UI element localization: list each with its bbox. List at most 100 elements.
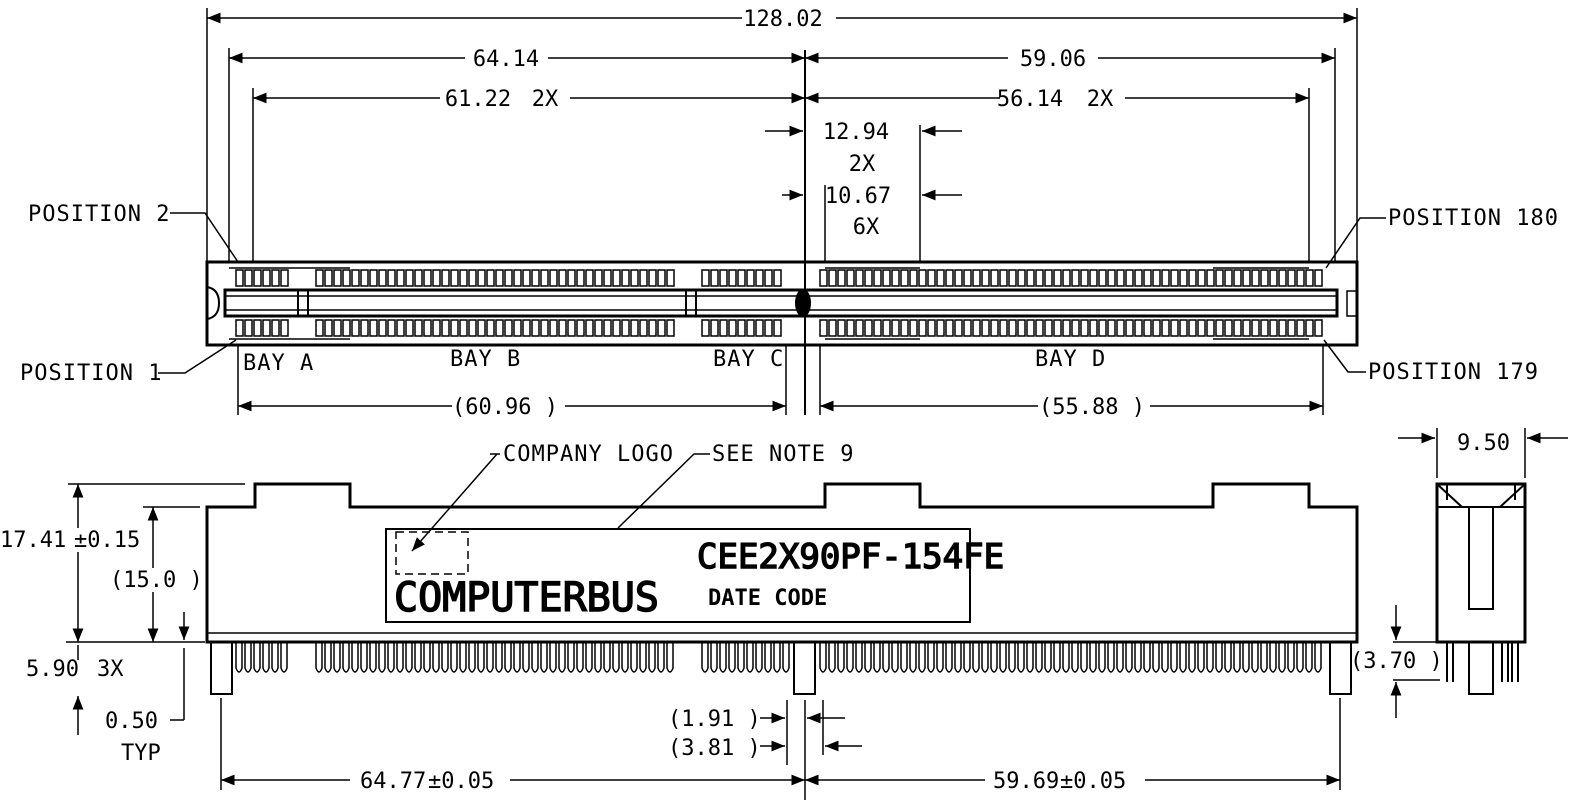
contact-pad [567, 319, 576, 337]
contact-pad [1215, 319, 1224, 337]
dim-peg-left-tol: ±0.05 [428, 769, 494, 794]
tail-pin [244, 642, 252, 673]
contact-pad [513, 269, 522, 287]
contact-pad [1206, 319, 1215, 337]
contact-pad [918, 319, 927, 337]
tail-pin [927, 642, 935, 673]
contact-pad [990, 269, 999, 287]
peg-center [793, 641, 816, 695]
contact-pad [549, 319, 558, 337]
contact-pad [1314, 319, 1323, 337]
tail-pin [1206, 642, 1214, 673]
contact-pad [773, 269, 782, 287]
contact-pad [1044, 269, 1053, 287]
tail-pin [701, 642, 709, 673]
tail-pin [746, 642, 754, 673]
tail-pin [782, 642, 790, 673]
contact-pad [253, 319, 262, 337]
dim-right-bay-span: 56.14 [997, 87, 1063, 112]
contact-pad [441, 319, 450, 337]
tail-pin [764, 642, 772, 673]
contact-pad [819, 269, 828, 287]
contact-pad [621, 269, 630, 287]
tail-pin [954, 642, 962, 673]
contact-pad [621, 319, 630, 337]
contact-pad [522, 269, 531, 287]
tail-pin [1152, 642, 1160, 673]
contact-pad [351, 269, 360, 287]
card-slot [223, 288, 1339, 318]
contact-pad [1161, 269, 1170, 287]
contact-pad [1305, 269, 1314, 287]
contact-pad [360, 319, 369, 337]
contact-pad [936, 269, 945, 287]
contact-pad [585, 319, 594, 337]
contact-pad [1044, 319, 1053, 337]
tail-pin [621, 642, 629, 673]
contact-pad [280, 319, 289, 337]
contact-pad [558, 319, 567, 337]
tail-pin [1116, 642, 1124, 673]
contact-pad [746, 319, 755, 337]
tail-pin [1134, 642, 1142, 673]
peg-right [1329, 641, 1352, 695]
contact-pad [657, 269, 666, 287]
contact-pad [280, 269, 289, 287]
contact-pad [1116, 269, 1125, 287]
tail-pin [846, 642, 854, 673]
contact-pad [342, 319, 351, 337]
label-see-note: SEE NOTE 9 [712, 442, 854, 467]
tail-pin [405, 642, 413, 673]
tail-pin [495, 642, 503, 673]
contact-pad [1143, 269, 1152, 287]
contact-pad [1125, 269, 1134, 287]
contact-pad [1134, 319, 1143, 337]
contact-pad [1269, 269, 1278, 287]
contact-pad [639, 269, 648, 287]
contact-pad [990, 319, 999, 337]
contact-pad [1008, 319, 1017, 337]
contact-pad [558, 269, 567, 287]
contact-pad [504, 319, 513, 337]
dim-tail-length-mult: 3X [97, 657, 124, 682]
contact-pad [396, 269, 405, 287]
contact-pad [1098, 269, 1107, 287]
contact-pad [612, 269, 621, 287]
tail-pin [342, 642, 350, 673]
contact-pad [441, 269, 450, 287]
tail-pin [235, 642, 243, 673]
contact-pad [927, 319, 936, 337]
tail-pin [1197, 642, 1205, 673]
contact-pad [405, 269, 414, 287]
tail-pin [710, 642, 718, 673]
contact-pad [1206, 269, 1215, 287]
contact-pad [864, 319, 873, 337]
contact-pad [746, 269, 755, 287]
contact-pad [1089, 319, 1098, 337]
tail-pin [1089, 642, 1097, 673]
tail-pin [1161, 642, 1169, 673]
tail-pin [378, 642, 386, 673]
label-plate [385, 528, 971, 623]
contact-pad [1269, 319, 1278, 337]
tail-pin [315, 642, 323, 673]
contact-pad [972, 269, 981, 287]
tail-pin [963, 642, 971, 673]
contact-pad [1026, 319, 1035, 337]
contact-pad [1062, 319, 1071, 337]
contact-pad [701, 319, 710, 337]
contact-pad [1188, 269, 1197, 287]
contact-pad [837, 319, 846, 337]
contact-pad [324, 269, 333, 287]
tail-pin [1107, 642, 1115, 673]
contact-pad [235, 269, 244, 287]
dim-peg-right-tol: ±0.05 [1060, 769, 1126, 794]
label-bay-d: BAY D [1035, 347, 1106, 372]
tail-pin [253, 642, 261, 673]
contact-pad [1287, 319, 1296, 337]
tail-pin [280, 642, 288, 673]
tail-pin [936, 642, 944, 673]
contact-pad [450, 269, 459, 287]
tail-pin [819, 642, 827, 673]
key-rib-2 [685, 289, 697, 317]
